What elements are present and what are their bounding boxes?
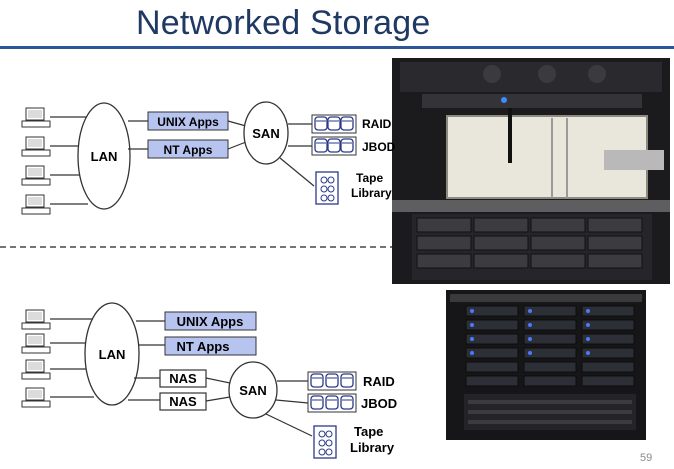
jbod-label: JBOD [361,396,397,411]
raid-disks-icon [307,371,357,391]
slide-number: 59 [640,452,653,464]
pc-icon [21,309,51,330]
pc-icon [21,359,51,380]
san-ellipse [243,101,289,165]
jbod-disks-icon [311,136,357,156]
tape-label-line1: Tape [356,171,383,185]
lan-ellipse [77,102,131,210]
title-underline [0,46,674,49]
san-label: SAN [239,383,266,398]
top-diagram: LAN UNIX Apps NT Apps SAN RAID JBOD Tape… [21,101,396,215]
tape-label-line2: Library [351,186,392,200]
unix-apps-label: UNIX Apps [157,115,219,129]
disk-array-photo [446,290,646,440]
unix-apps-box [164,311,257,331]
lan-label: LAN [99,347,126,362]
pc-icon [21,165,51,186]
bottom-diagram: LAN UNIX Apps NT Apps NAS NAS SAN RAID J… [21,302,397,459]
tape-label-line2: Library [350,440,395,455]
tape-library-icon [313,425,337,459]
tape-label-line1: Tape [354,424,383,439]
pc-icon [21,107,51,128]
nt-apps-label: NT Apps [177,339,230,354]
san-ellipse [228,361,278,419]
tape-library-icon [315,171,339,205]
slide-title: Networked Storage [136,4,431,42]
lan-label: LAN [91,149,118,164]
lan-ellipse [84,302,140,406]
raid-disks-icon [311,114,357,134]
pc-icon [21,387,51,408]
raid-label: RAID [363,374,395,389]
pc-icon [21,194,51,215]
san-label: SAN [252,126,279,141]
pc-icon [21,136,51,157]
unix-apps-label: UNIX Apps [177,314,244,329]
pc-icon [21,333,51,354]
jbod-label: JBOD [362,140,396,154]
nas-label: NAS [169,394,197,409]
nas-box [159,392,207,411]
nt-apps-box [164,336,257,356]
nas-label: NAS [169,371,197,386]
nt-apps-label: NT Apps [164,143,213,157]
raid-label: RAID [362,117,392,131]
server-rack-photo [392,58,670,284]
jbod-disks-icon [307,393,357,413]
